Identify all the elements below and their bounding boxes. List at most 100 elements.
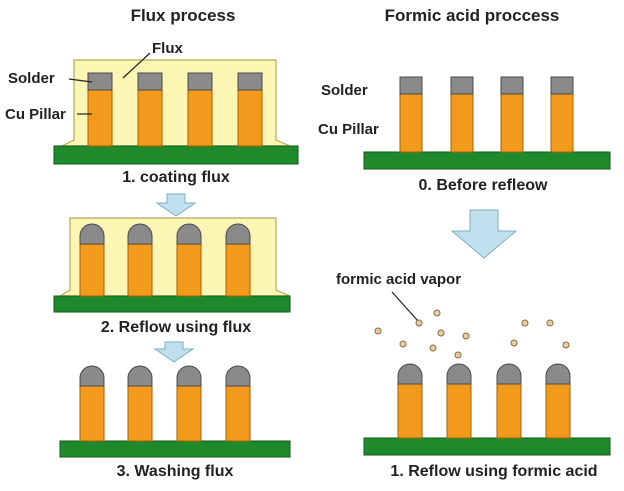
panel-coating-flux: Flux Solder Cu Pillar 1. coating flux [5, 40, 299, 186]
pillar [176, 365, 202, 442]
pillar [137, 72, 163, 147]
pillar [500, 76, 524, 153]
cu-pillar [225, 385, 251, 442]
panel-reflow-flux: 2. Reflow using flux [53, 217, 291, 336]
cu-pillar [127, 243, 153, 297]
substrate [363, 437, 611, 456]
panel-washing-flux: 3. Washing flux [59, 365, 291, 480]
cu-pillar [545, 383, 571, 439]
label-solder-right: Solder [321, 82, 368, 99]
vapor-particle [429, 344, 437, 352]
solder-bump [79, 365, 105, 387]
leader-line-flux [122, 52, 151, 79]
pillar [397, 363, 423, 439]
solder-cap [500, 76, 524, 95]
label-cu-pillar: Cu Pillar [5, 106, 66, 123]
cu-pillar [500, 93, 524, 153]
cu-pillar [446, 383, 472, 439]
cu-pillar [127, 385, 153, 442]
label-formic-acid-vapor: formic acid vapor [336, 271, 461, 288]
pillar [237, 72, 263, 147]
step-label-coating-flux: 1. coating flux [122, 169, 230, 186]
label-cu-pillar-right: Cu Pillar [318, 121, 379, 138]
vapor-particle [562, 341, 570, 349]
vapor-particle [437, 329, 445, 337]
solder-cap [237, 72, 263, 91]
solder-bump [127, 223, 153, 245]
solder-bump [397, 363, 423, 385]
solder-bump [176, 223, 202, 245]
pillar [187, 72, 213, 147]
vapor-particle [433, 309, 441, 317]
cu-pillar [550, 93, 574, 153]
pillar [450, 76, 474, 153]
label-flux: Flux [152, 40, 183, 57]
vapor-particle [415, 319, 423, 327]
cu-pillar [237, 89, 263, 147]
cu-pillar [79, 385, 105, 442]
solder-bump [79, 223, 105, 245]
solder-bump [545, 363, 571, 385]
pillar [127, 223, 153, 297]
cu-pillar [137, 89, 163, 147]
pillar [496, 363, 522, 439]
solder-cap [137, 72, 163, 91]
step-label-washing-flux: 3. Washing flux [117, 463, 234, 480]
pillar [446, 363, 472, 439]
vapor-particle [546, 319, 554, 327]
down-arrow-icon [155, 193, 197, 217]
vapor-particle [374, 327, 382, 335]
pillar [176, 223, 202, 297]
substrate [53, 145, 299, 165]
solder-cap [550, 76, 574, 95]
solder-bump [496, 363, 522, 385]
solder-bump [225, 223, 251, 245]
leader-line-vapor [391, 291, 419, 322]
substrate [53, 295, 291, 313]
step-label-reflow-flux: 2. Reflow using flux [101, 319, 251, 336]
heading-formic-acid-process: Formic acid proccess [385, 6, 560, 25]
pillar [79, 365, 105, 442]
cu-pillar [87, 89, 113, 147]
down-arrow-icon [153, 341, 195, 363]
vapor-particle [510, 339, 518, 347]
cu-pillar [176, 385, 202, 442]
solder-bump [446, 363, 472, 385]
down-arrow-icon [450, 209, 518, 259]
cu-pillar [187, 89, 213, 147]
cu-pillar [450, 93, 474, 153]
panel-before-reflow: Solder Cu Pillar 0. Before refleow [318, 76, 611, 194]
vapor-particle [462, 332, 470, 340]
solder-bump [176, 365, 202, 387]
pillar [550, 76, 574, 153]
cu-pillar [496, 383, 522, 439]
vapor-particle [521, 319, 529, 327]
solder-bump [127, 365, 153, 387]
pillar [127, 365, 153, 442]
solder-cap [399, 76, 423, 95]
vapor-particle [454, 351, 462, 359]
step-label-before-reflow: 0. Before refleow [419, 177, 548, 194]
step-label-reflow-formic-acid: 1. Reflow using formic acid [390, 463, 597, 480]
cu-pillar [79, 243, 105, 297]
cu-pillar [399, 93, 423, 153]
solder-cap [450, 76, 474, 95]
pillar [225, 223, 251, 297]
pillar [87, 72, 113, 147]
label-solder: Solder [8, 70, 55, 87]
panel-reflow-formic-acid: formic acid vapor [336, 271, 611, 480]
cu-pillar [176, 243, 202, 297]
leader-line-solder [68, 78, 93, 83]
solder-bump [225, 365, 251, 387]
cu-pillar [397, 383, 423, 439]
heading-flux-process: Flux process [131, 6, 236, 25]
pillar [225, 365, 251, 442]
solder-cap [187, 72, 213, 91]
pillar [399, 76, 423, 153]
pillar [79, 223, 105, 297]
pillar [545, 363, 571, 439]
substrate [363, 151, 611, 170]
vapor-particle [399, 340, 407, 348]
substrate [59, 440, 291, 458]
